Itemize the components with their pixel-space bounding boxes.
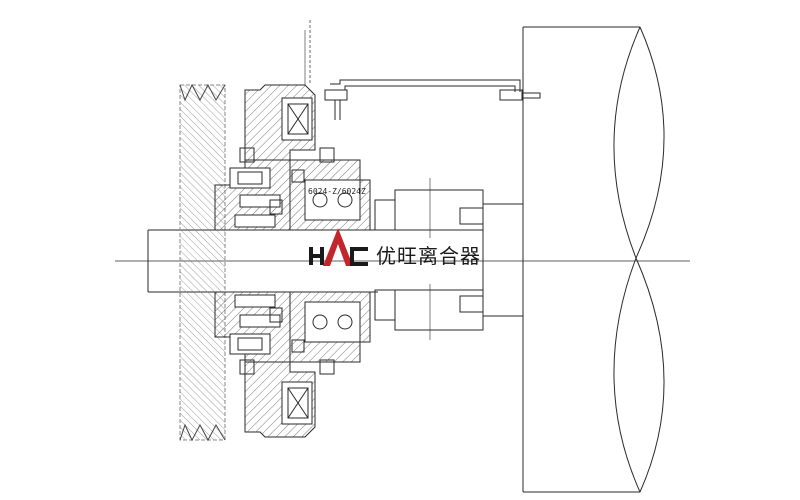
logo-letter-c bbox=[350, 247, 368, 266]
motor-flange bbox=[374, 178, 524, 340]
mounting-bracket bbox=[324, 79, 541, 120]
pulley bbox=[179, 83, 226, 442]
clutch-housing-top bbox=[214, 84, 371, 231]
logo-letter-h bbox=[309, 247, 324, 265]
logo-letter-a bbox=[323, 228, 353, 266]
brand-name: 优旺离合器 bbox=[376, 244, 481, 268]
bolts bbox=[239, 147, 335, 375]
bearing-marking: 6024-Z/6024Z bbox=[308, 187, 366, 196]
hac-logo bbox=[309, 228, 368, 266]
clutch-housing-bottom bbox=[214, 291, 371, 438]
motor-housing bbox=[522, 26, 665, 493]
